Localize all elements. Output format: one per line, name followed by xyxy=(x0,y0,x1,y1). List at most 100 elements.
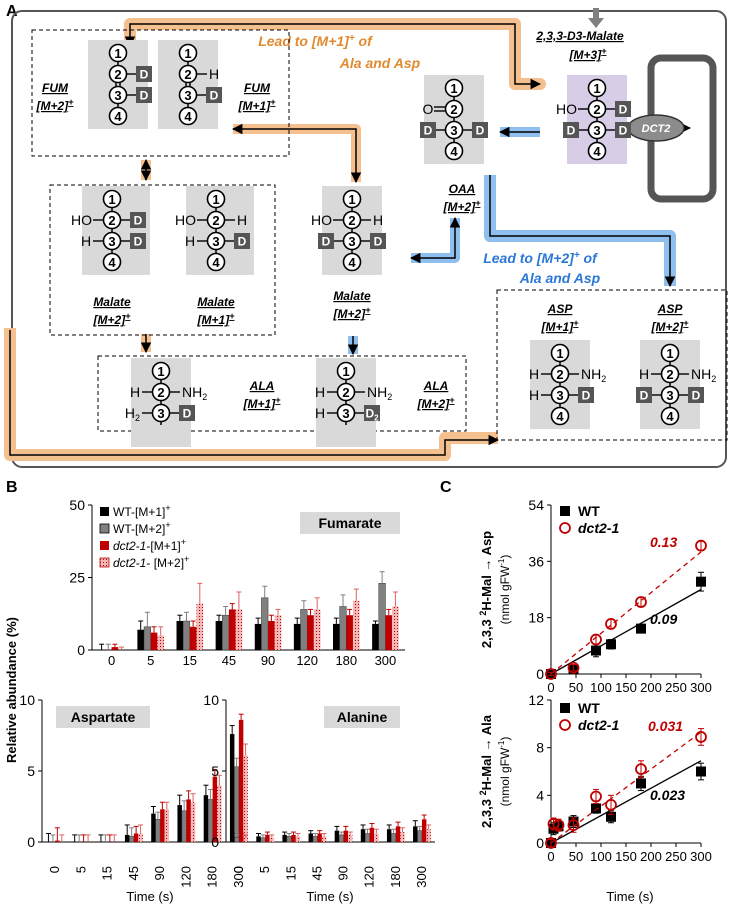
svg-text:D: D xyxy=(619,124,628,138)
svg-text:3: 3 xyxy=(157,406,164,421)
svg-text:4: 4 xyxy=(450,144,458,159)
bar xyxy=(217,785,222,842)
deuterium-label xyxy=(136,66,152,82)
x-tick-label: 5 xyxy=(257,866,272,873)
carbon-4 xyxy=(178,106,198,126)
bar xyxy=(129,836,135,843)
svg-text:4: 4 xyxy=(184,109,192,124)
data-point xyxy=(591,803,601,814)
bar xyxy=(352,600,360,650)
x-tick-label: 45 xyxy=(309,866,324,880)
slope-label: 0.031 xyxy=(648,718,683,734)
svg-text:NH2: NH2 xyxy=(581,366,606,384)
chart-title-box xyxy=(56,706,150,728)
tracer-label: 2,3,3-D3-Malate [M+3]+ xyxy=(535,29,624,62)
bar xyxy=(111,647,119,650)
carbon-3 xyxy=(342,231,362,251)
y-tick-label: 5 xyxy=(211,763,219,779)
orange-note: Lead to [M+1]+ of Ala and Asp xyxy=(258,33,420,71)
malate-left-m2-label: Malate xyxy=(93,295,131,309)
data-point xyxy=(545,837,557,849)
carbon-1 xyxy=(444,78,464,98)
y-tick-label: 54 xyxy=(528,497,544,513)
svg-text:H: H xyxy=(209,66,219,82)
data-point xyxy=(695,539,707,552)
bar xyxy=(321,836,327,842)
bar xyxy=(160,809,165,842)
carbon-1 xyxy=(206,189,226,209)
svg-text:H: H xyxy=(130,384,140,400)
svg-text:3: 3 xyxy=(342,406,349,421)
carbon-4 xyxy=(660,406,680,426)
y-tick-label: 0 xyxy=(211,834,219,850)
bar xyxy=(386,829,392,842)
bar xyxy=(313,609,321,650)
bar xyxy=(222,614,230,651)
x-tick-label: 300 xyxy=(375,653,397,668)
bar xyxy=(360,829,366,842)
bar xyxy=(243,755,248,842)
trend-line xyxy=(550,731,702,844)
ala-group xyxy=(97,355,467,432)
y-tick-label: 10 xyxy=(19,692,35,708)
bar xyxy=(307,615,314,650)
x-tick-label: 180 xyxy=(335,653,357,668)
x-tick-label: 150 xyxy=(615,680,637,695)
carbon-4 xyxy=(550,406,570,426)
bar xyxy=(150,632,158,650)
svg-text:1: 1 xyxy=(450,81,457,96)
x-tick-label: 5 xyxy=(73,866,88,873)
y-axis-units: (nmol gFW-1) xyxy=(497,555,512,625)
svg-text:WT-[M+2]+: WT-[M+2]+ xyxy=(113,520,171,536)
carbon-2 xyxy=(206,210,226,230)
x-tick-label: 45 xyxy=(126,866,141,880)
asp-group xyxy=(496,289,728,441)
bar xyxy=(186,799,191,842)
bar xyxy=(177,805,182,842)
data-point xyxy=(590,790,602,803)
bar xyxy=(124,834,130,842)
x-tick-label: 300 xyxy=(690,680,712,695)
svg-text:D: D xyxy=(134,235,143,249)
svg-text:1: 1 xyxy=(593,81,600,96)
deuterium-label xyxy=(179,405,195,421)
bar xyxy=(133,833,139,842)
bar xyxy=(181,810,187,843)
svg-text:4: 4 xyxy=(666,409,674,424)
svg-text:D: D xyxy=(238,235,247,249)
svg-text:NH2: NH2 xyxy=(691,366,716,384)
bar xyxy=(338,834,344,843)
bar xyxy=(400,832,405,842)
bar xyxy=(378,583,386,651)
carbon-2 xyxy=(151,382,171,402)
legend-label-dct: dct2-1 xyxy=(578,520,619,536)
x-tick-label: 250 xyxy=(665,680,687,695)
bar xyxy=(212,776,218,842)
svg-text:D: D xyxy=(140,68,149,82)
bar xyxy=(190,802,196,842)
carbon-4 xyxy=(108,106,128,126)
svg-text:NH2: NH2 xyxy=(182,384,207,402)
x-tick-label: 150 xyxy=(615,849,637,864)
bar xyxy=(261,597,269,651)
x-tick-label: 100 xyxy=(590,849,612,864)
bar xyxy=(143,626,151,651)
svg-text:4: 4 xyxy=(348,255,356,270)
bar xyxy=(293,623,301,650)
bar xyxy=(413,826,418,842)
y-tick-label: 50 xyxy=(69,497,85,513)
data-point xyxy=(696,766,706,777)
svg-text:2: 2 xyxy=(556,367,563,382)
svg-text:3: 3 xyxy=(348,234,355,249)
panel-a-label: A xyxy=(6,3,18,20)
y-tick-label: 0 xyxy=(536,835,544,851)
carbon-2 xyxy=(444,99,464,119)
svg-text:2: 2 xyxy=(114,67,121,82)
svg-text:D: D xyxy=(183,407,192,421)
svg-text:D: D xyxy=(374,235,383,249)
